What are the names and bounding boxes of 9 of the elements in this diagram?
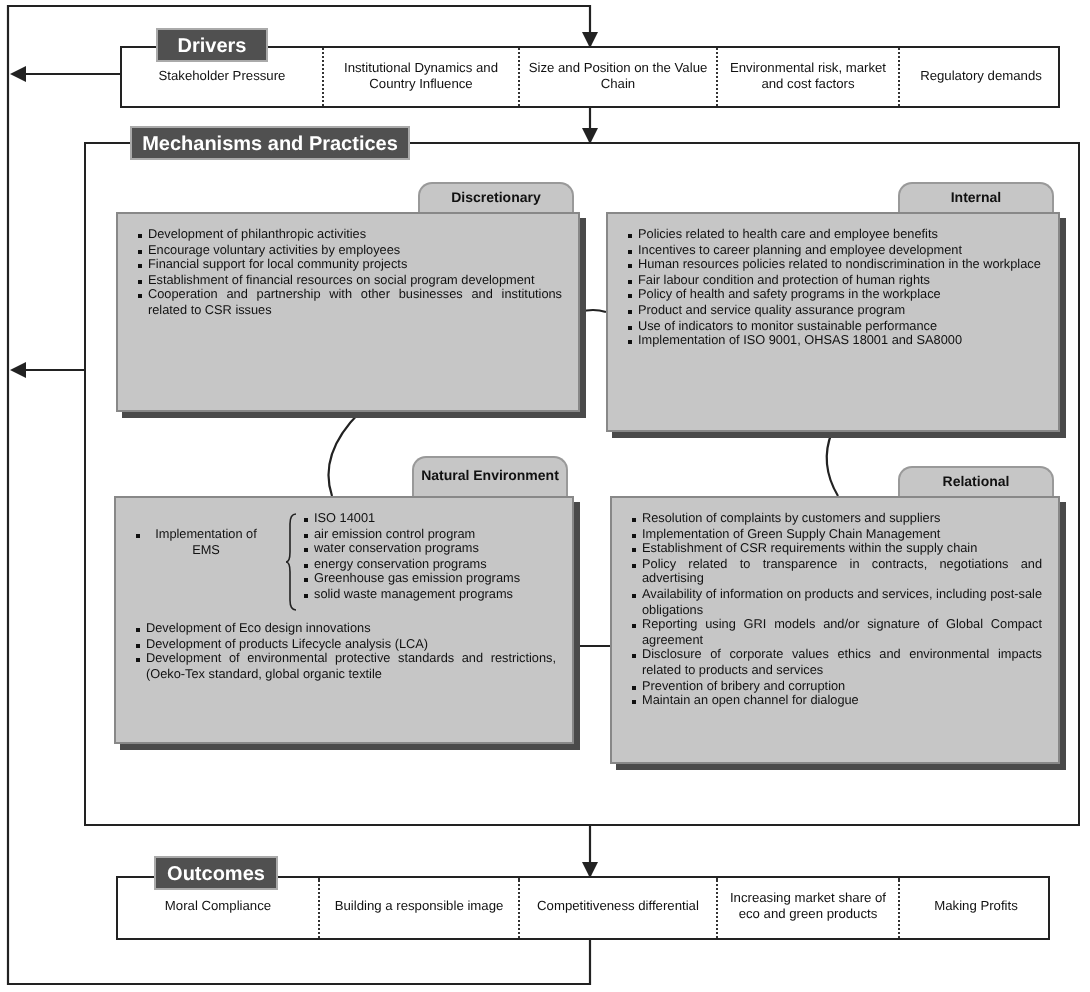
arrow xyxy=(6,4,598,986)
arrow xyxy=(10,362,84,378)
arrow xyxy=(582,826,598,878)
section-title: Drivers xyxy=(156,28,268,62)
arrow xyxy=(10,66,120,82)
arrow xyxy=(582,108,598,144)
section-title: Outcomes xyxy=(154,856,278,890)
section-title: Mechanisms and Practices xyxy=(130,126,410,160)
connector-line xyxy=(574,644,610,648)
